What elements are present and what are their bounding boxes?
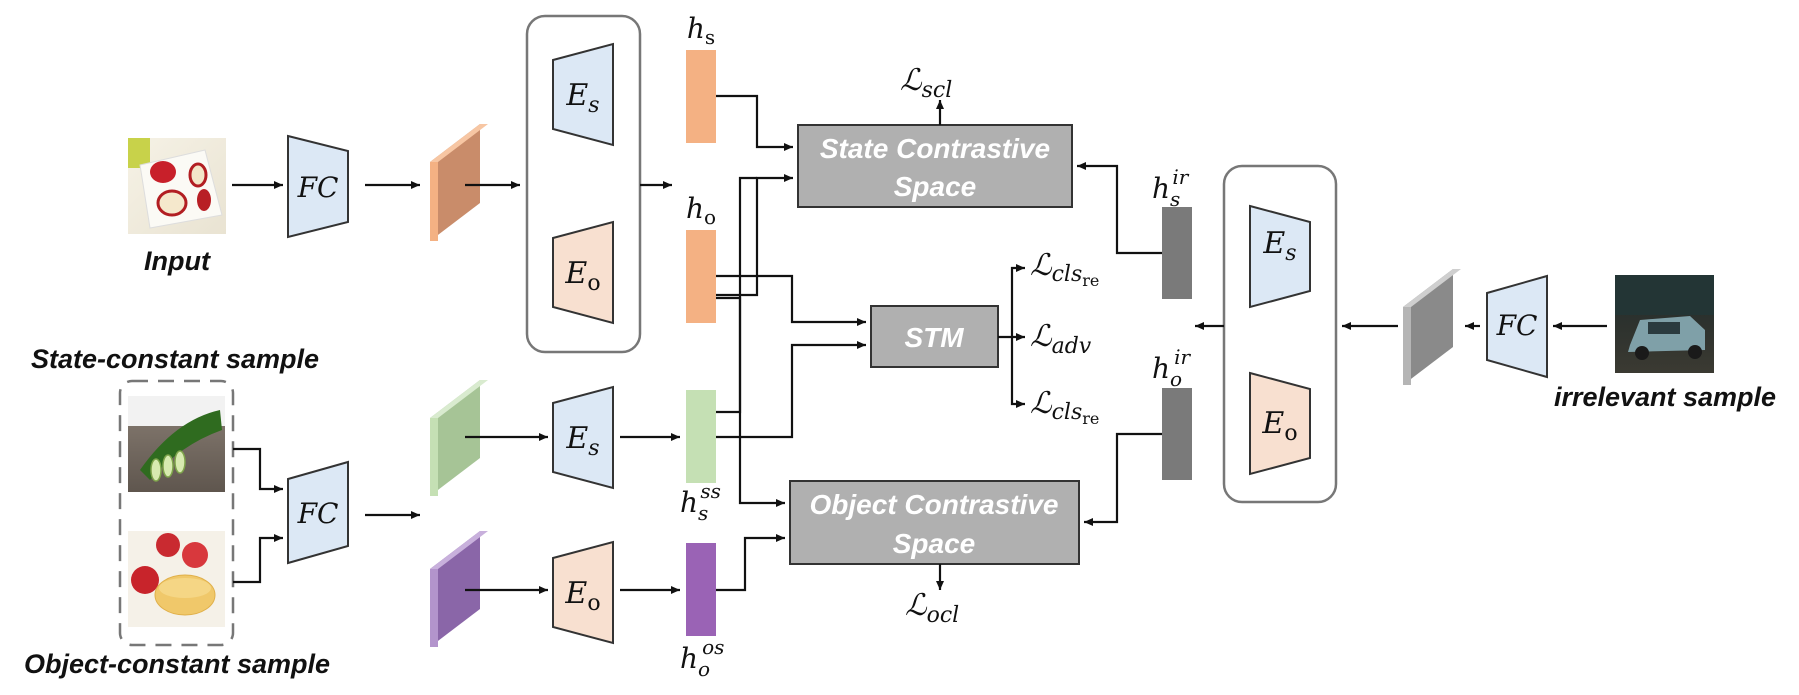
input-image (128, 138, 226, 234)
loss-adv: ℒadv (1030, 319, 1092, 359)
fc-bottom: FC (287, 460, 349, 565)
svg-text:Eo: Eo (1261, 406, 1297, 446)
encoder-eo-right: Eo (1249, 371, 1311, 476)
feature-hss-bar (686, 390, 716, 483)
svg-text:Es: Es (565, 78, 599, 118)
encoder-eo-top: Eo (552, 220, 614, 325)
loss-cls-re-top: ℒclsre (1030, 248, 1099, 290)
encoder-es-right: Es (1249, 204, 1311, 309)
slab-purple (430, 531, 488, 647)
state-constant-label: State-constant sample (31, 344, 319, 374)
feature-hoir-bar (1162, 388, 1192, 480)
fc-top-label: FC (297, 171, 339, 204)
loss-cls-re-bottom: ℒclsre (1030, 386, 1099, 428)
cucumber-image (128, 396, 225, 492)
object-space-line2: Space (893, 528, 976, 559)
encoder-es-top: Es (552, 42, 614, 147)
feature-ho-bar (686, 230, 716, 323)
svg-text:Es: Es (1262, 226, 1296, 266)
irrelevant-image (1615, 275, 1714, 373)
svg-text:Es: Es (565, 421, 599, 461)
slab-green (430, 380, 488, 496)
input-label: Input (144, 246, 211, 276)
fc-top: FC (287, 134, 349, 239)
encoder-eo-bottom: Eo (552, 540, 614, 645)
state-space-line1: State Contrastive (820, 133, 1050, 164)
feature-hos-label: hoos (680, 635, 724, 681)
loss-ocl: ℒocl (905, 588, 959, 628)
fc-right: FC (1486, 274, 1548, 379)
object-contrastive-space: Object Contrastive Space (789, 480, 1080, 565)
feature-hs-label: hs (687, 12, 715, 49)
feature-hsir-label: hsir (1152, 165, 1190, 211)
feature-hsir-bar (1162, 207, 1192, 299)
fc-right-label: FC (1496, 309, 1538, 342)
slab-gray-right (1403, 269, 1461, 385)
feature-hoir-label: hoir (1152, 345, 1191, 391)
irrelevant-label: irrelevant sample (1554, 382, 1776, 412)
feature-hs-bar (686, 50, 716, 143)
slab-orange-top (430, 124, 488, 241)
connectors (232, 94, 1607, 594)
stm-label: STM (904, 322, 964, 353)
stm-module: STM (870, 305, 999, 368)
object-space-line1: Object Contrastive (810, 489, 1059, 520)
svg-text:Eo: Eo (564, 256, 600, 296)
encoder-group-right (1222, 164, 1338, 504)
encoder-es-bottom: Es (552, 385, 614, 490)
apple-sauce-image (128, 531, 225, 627)
fc-bottom-label: FC (297, 497, 339, 530)
feature-hss-label: hsss (680, 479, 721, 525)
feature-ho-label: ho (686, 192, 716, 229)
object-constant-label: Object-constant sample (24, 649, 330, 679)
svg-text:Eo: Eo (564, 576, 600, 616)
loss-scl: ℒscl (900, 63, 952, 103)
feature-hos-bar (686, 543, 716, 636)
state-space-line2: Space (894, 171, 977, 202)
state-contrastive-space: State Contrastive Space (797, 124, 1073, 208)
